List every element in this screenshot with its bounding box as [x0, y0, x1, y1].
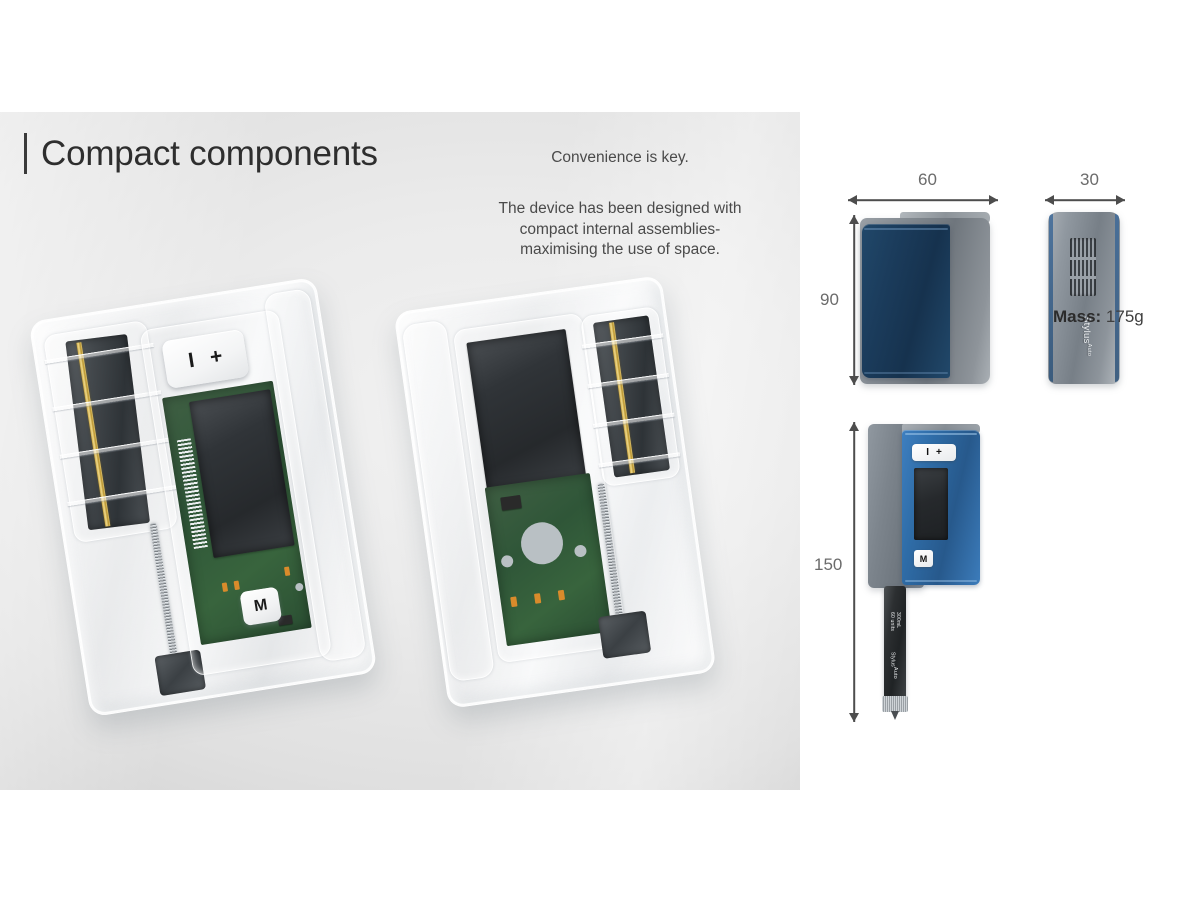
mass-callout: Mass: 175g	[1053, 307, 1144, 327]
pcb-component	[510, 596, 518, 608]
brand-superscript: Auto	[1086, 343, 1092, 357]
arrow-head-bottom	[849, 376, 859, 385]
probe-shaft	[884, 586, 906, 698]
render-device-rear	[393, 275, 717, 709]
assembly-display	[914, 468, 948, 540]
body-copy: Convenience is key. The device has been …	[470, 148, 770, 261]
probe-collar	[882, 696, 908, 712]
copy-body-line-1: The device has been designed with	[498, 199, 742, 217]
technical-drawing-column: 60 30 90	[800, 112, 1200, 790]
plus-button-label: +	[935, 447, 942, 458]
dimension-label-height: 90	[820, 290, 839, 309]
device-edge-highlight-right	[1115, 214, 1119, 382]
arrow-line	[853, 215, 855, 385]
dimension-label-depth: 30	[1080, 170, 1099, 189]
probe-capacity-volume: 300mL	[895, 612, 901, 629]
assembly-top-cap	[902, 424, 980, 434]
probe-needle-tip	[891, 711, 899, 720]
power-button-label: I	[926, 447, 929, 458]
copy-body-line-2: compact internal assemblies-	[519, 220, 721, 238]
drawing-front-view	[860, 212, 990, 384]
mass-label-key: Mass:	[1053, 307, 1102, 326]
copy-lead: Convenience is key.	[551, 149, 689, 166]
arrow-head-left	[1045, 195, 1054, 205]
dimension-label-width: 60	[918, 170, 937, 189]
drawing-side-view: StylusAuto	[1048, 212, 1120, 384]
copy-body-line-3: maximising the use of space.	[520, 241, 720, 259]
title-text: Compact components	[41, 134, 378, 173]
assembly-power-plus-button[interactable]: I +	[912, 444, 956, 461]
vent-grille	[1070, 238, 1096, 296]
title-accent-bar	[24, 133, 27, 174]
plus-button-label: +	[208, 344, 224, 370]
mass-label-value: 175g	[1105, 307, 1144, 326]
lcd-display	[466, 328, 587, 492]
arrow-line	[1045, 199, 1125, 201]
drive-motor	[597, 610, 652, 659]
memory-button-label: M	[252, 596, 269, 616]
probe-brand-label: StylusAuto	[889, 652, 898, 679]
pcb-component	[557, 589, 566, 601]
dimension-arrow-height	[848, 215, 860, 385]
render-device-front: I + M	[28, 276, 378, 718]
power-button-label: I	[186, 348, 197, 373]
pcb-chip	[500, 494, 522, 511]
page-title: Compact components	[24, 133, 378, 174]
arrow-line	[848, 199, 998, 201]
probe-capacity-label: 300mL	[894, 612, 901, 629]
probe-units-label: 60 units	[888, 612, 895, 632]
copy-body: The device has been designed with compac…	[470, 199, 770, 261]
dimension-label-total-length: 150	[814, 555, 843, 574]
dimension-arrow-total-length	[848, 422, 860, 722]
dimension-arrow-width	[848, 194, 998, 206]
memory-button-label: M	[919, 553, 928, 564]
device-edge-highlight-left	[1049, 214, 1053, 382]
arrow-head-top	[849, 422, 859, 431]
brand-superscript: Auto	[892, 666, 898, 679]
arrow-line	[853, 422, 855, 722]
arrow-head-left	[848, 195, 857, 205]
drawing-assembled-view: I + M 300mL 60 units StylusAuto	[868, 424, 998, 720]
brand-name: Stylus	[889, 652, 896, 667]
arrow-head-bottom	[849, 713, 859, 722]
device-blue-panel	[862, 224, 950, 378]
arrow-head-top	[849, 215, 859, 224]
assembly-memory-button[interactable]: M	[914, 550, 933, 567]
probe-capacity-units: 60 units	[889, 612, 895, 632]
product-render-area: I + M	[0, 112, 800, 790]
pcb-component	[533, 593, 542, 604]
arrow-head-right	[989, 195, 998, 205]
arrow-head-right	[1116, 195, 1125, 205]
dimension-arrow-depth	[1045, 194, 1125, 206]
memory-button[interactable]: M	[239, 586, 283, 627]
